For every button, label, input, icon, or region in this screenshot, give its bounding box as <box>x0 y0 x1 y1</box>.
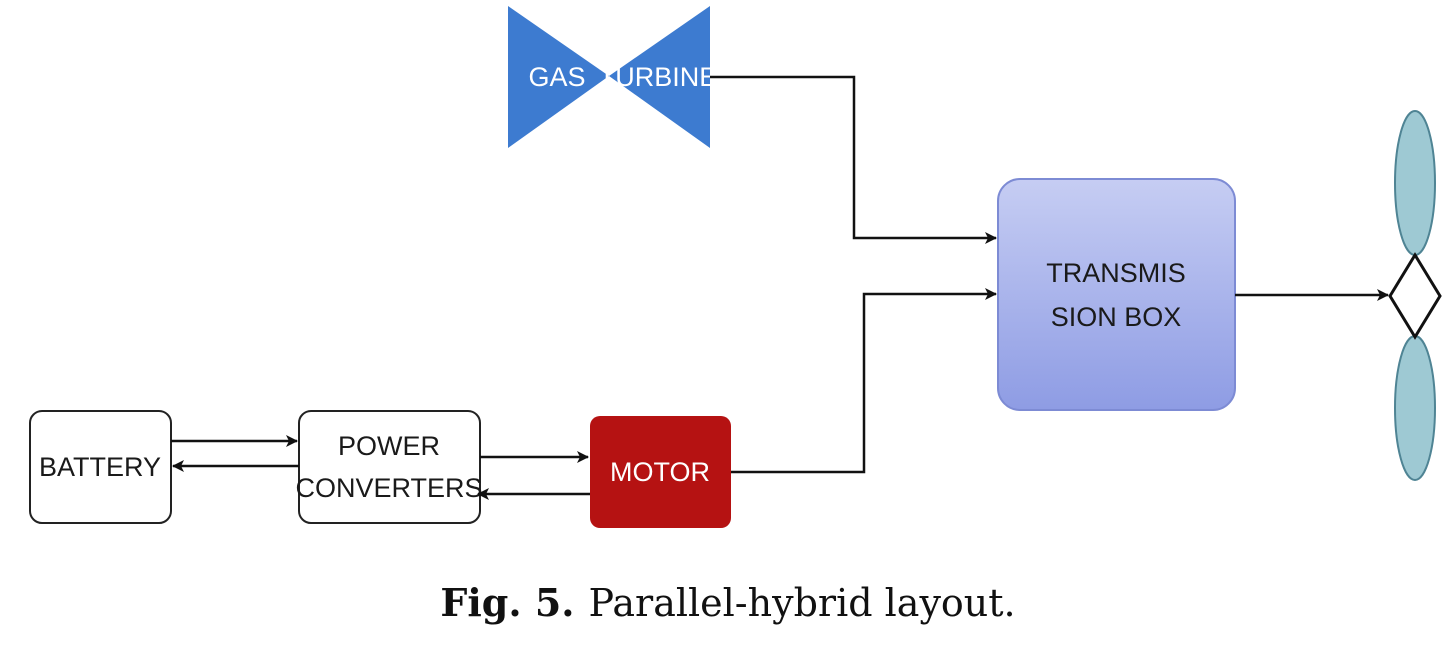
figure-caption: Fig. 5. Parallel-hybrid layout. <box>0 580 1456 625</box>
transmission-box-label-line1: TRANSMIS <box>1046 258 1186 288</box>
gas-turbine-label-left: GAS <box>528 62 585 92</box>
transmission-box-shape <box>997 178 1236 411</box>
gas-turbine-label-right: TURBINE <box>599 62 718 92</box>
transmission-box-node: TRANSMIS SION BOX <box>997 178 1236 411</box>
battery-label: BATTERY <box>39 452 161 482</box>
power-converters-shape <box>298 410 481 524</box>
motor-label: MOTOR <box>610 457 710 487</box>
gas-turbine-node: GAS TURBINE <box>508 6 717 148</box>
figure-caption-text: Parallel-hybrid layout. <box>588 581 1016 625</box>
motor-shape <box>590 416 731 528</box>
power-converters-label-line2: CONVERTERS <box>295 473 482 503</box>
connector-motor-to-transmission <box>731 288 997 474</box>
propeller-blade-top <box>1394 110 1436 256</box>
propeller-node <box>1388 110 1442 481</box>
propeller-hub <box>1388 252 1442 340</box>
propeller-blade-bottom <box>1394 335 1436 481</box>
power-converters-node: POWER CONVERTERS <box>295 410 483 524</box>
motor-node: MOTOR <box>590 416 731 528</box>
connector-turbine-to-transmission <box>710 75 997 244</box>
transmission-box-label-line2: SION BOX <box>1051 302 1182 332</box>
connections <box>171 75 1389 500</box>
gas-turbine-shape <box>508 6 710 148</box>
power-converters-label-line1: POWER <box>338 431 440 461</box>
figure-number: Fig. 5. <box>440 580 575 625</box>
battery-shape <box>29 410 172 524</box>
battery-node: BATTERY <box>29 410 172 524</box>
